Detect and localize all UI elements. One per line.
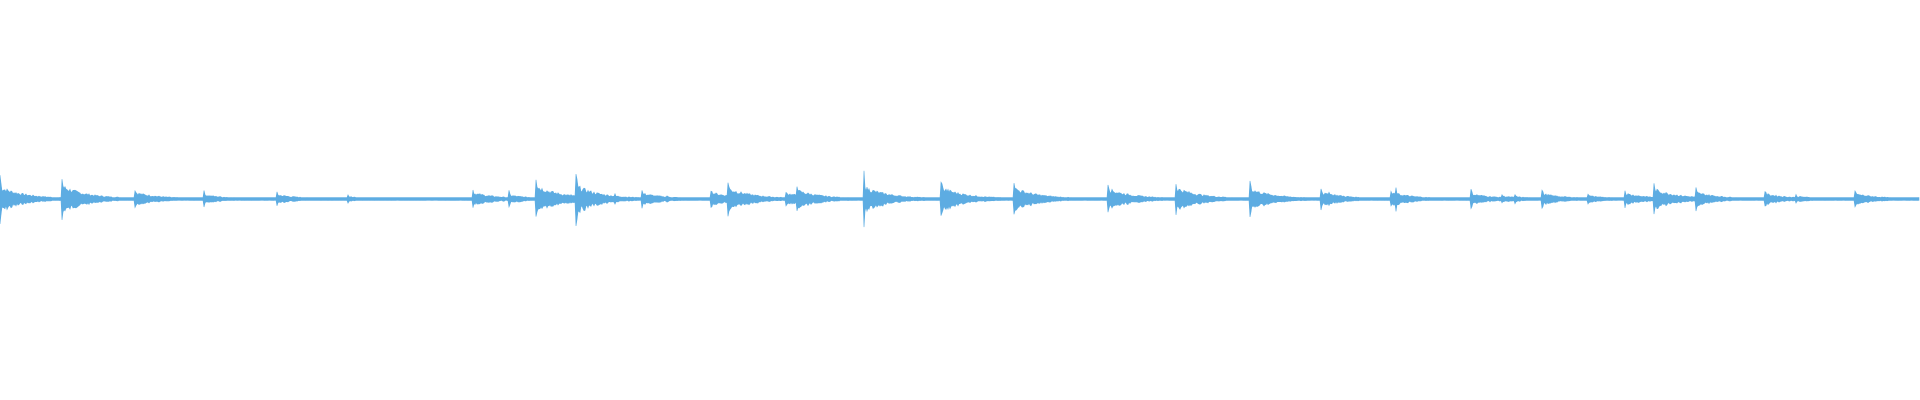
waveform-envelope — [0, 170, 1920, 228]
